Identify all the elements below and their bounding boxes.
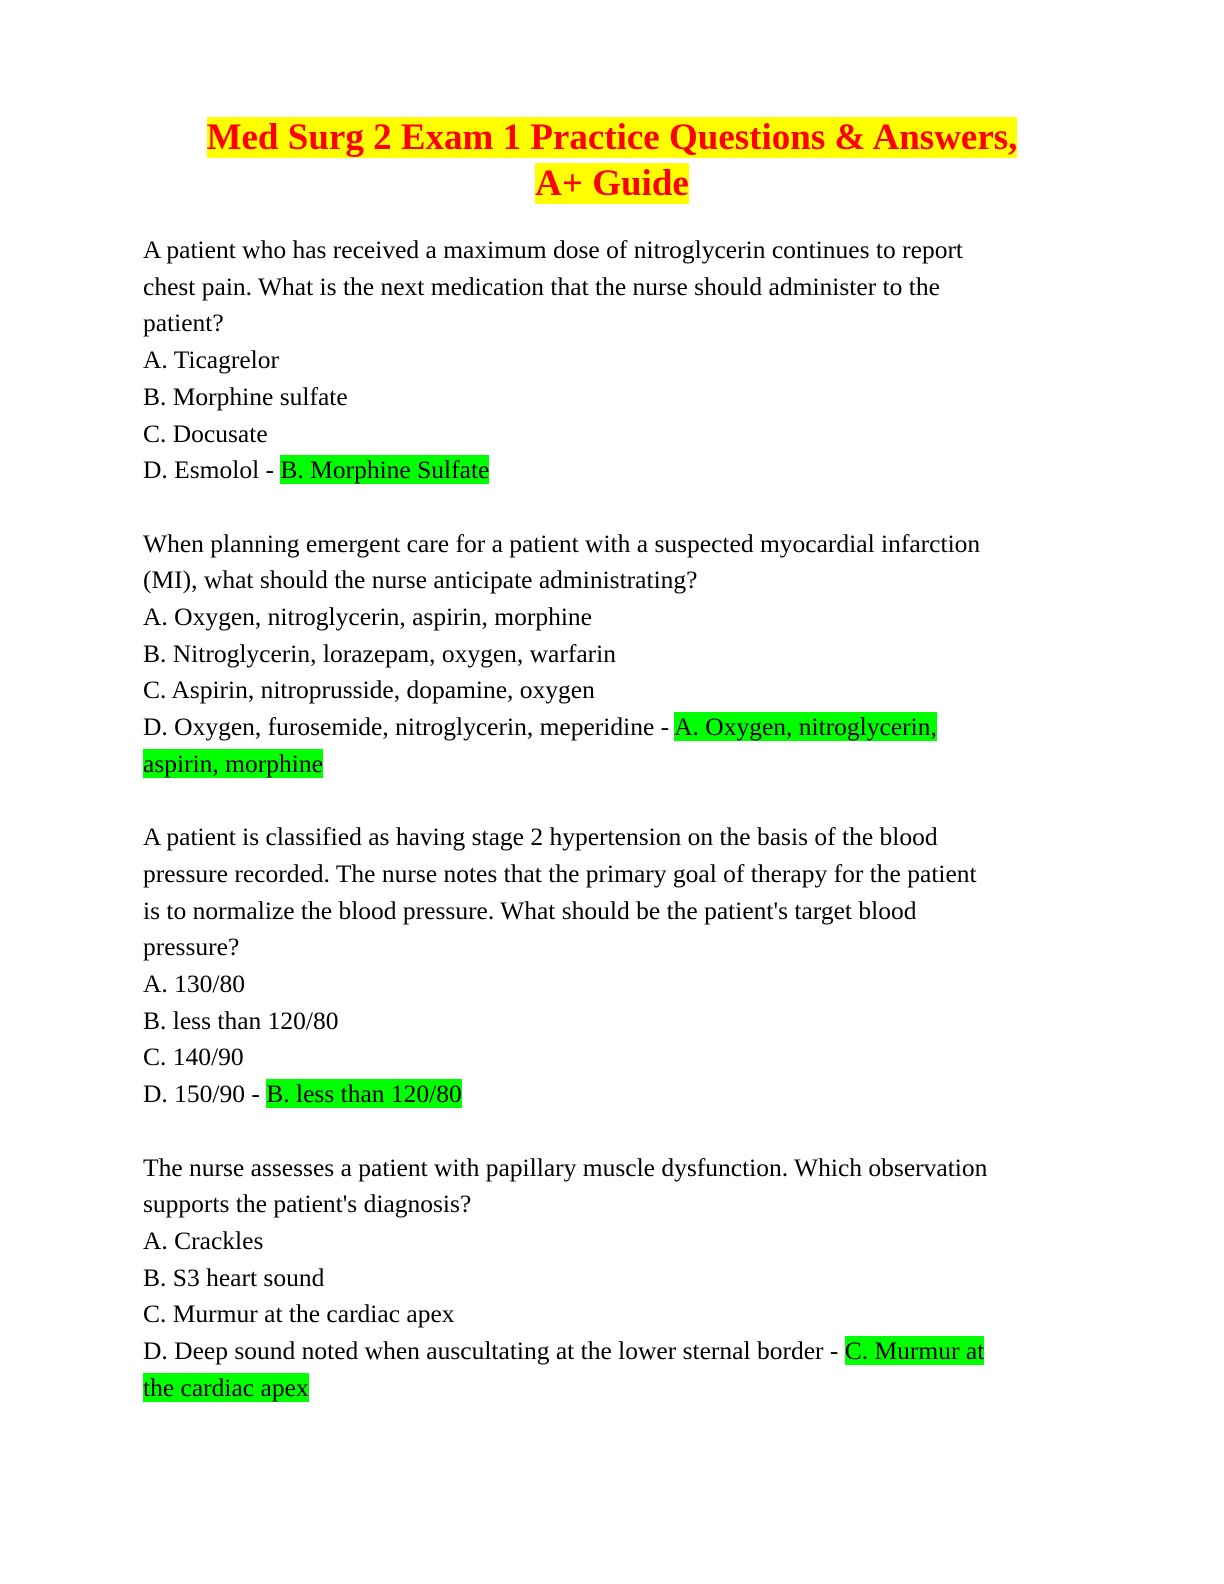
question-block: The nurse assesses a patient with papill… — [143, 1150, 1083, 1407]
title-line-2: A+ Guide — [535, 163, 689, 204]
question-stem-line: A patient who has received a maximum dos… — [143, 235, 964, 264]
question-stem-line: supports the patient's diagnosis? — [143, 1189, 472, 1219]
answer-option: B. S3 heart sound — [143, 1262, 325, 1292]
answer-option: B. less than 120/80 — [143, 1005, 339, 1035]
question-stem-line: pressure? — [143, 932, 240, 962]
correct-answer-continuation: aspirin, morphine — [143, 746, 1083, 783]
answer-option: C. Docusate — [143, 418, 268, 448]
answer-option: A. Oxygen, nitroglycerin, aspirin, morph… — [143, 602, 592, 632]
document-title: Med Surg 2 Exam 1 Practice Questions & A… — [0, 115, 1224, 207]
answer-option: A. Ticagrelor — [143, 345, 279, 375]
answer-option: C. Aspirin, nitroprusside, dopamine, oxy… — [143, 675, 595, 705]
correct-answer-highlight: B. less than 120/80 — [266, 1079, 462, 1109]
answer-option: B. Nitroglycerin, lorazepam, oxygen, war… — [143, 638, 616, 668]
correct-answer-highlight: A. Oxygen, nitroglycerin, — [674, 712, 937, 742]
question-stem-line: chest pain. What is the next medication … — [143, 271, 940, 301]
answer-option-text: D. Oxygen, furosemide, nitroglycerin, me… — [143, 712, 675, 742]
answer-option-last: D. Oxygen, furosemide, nitroglycerin, me… — [143, 709, 1083, 746]
question-stem-line: When planning emergent care for a patien… — [143, 528, 981, 558]
answer-option-text: D. Deep sound noted when auscultating at… — [143, 1336, 845, 1366]
answer-option: B. Morphine sulfate — [143, 381, 348, 411]
question-stem-line: pressure recorded. The nurse notes that … — [143, 858, 977, 888]
answer-option: C. Murmur at the cardiac apex — [143, 1299, 455, 1329]
answer-option-last: D. Esmolol - B. Morphine Sulfate — [143, 452, 1083, 489]
question-block: A patient is classified as having stage … — [143, 819, 1083, 1113]
question-stem-line: (MI), what should the nurse anticipate a… — [143, 565, 698, 595]
answer-option: A. 130/80 — [143, 969, 245, 999]
answer-option: A. Crackles — [143, 1225, 264, 1255]
question-stem-line: The nurse assesses a patient with papill… — [143, 1152, 988, 1182]
answer-option-last: D. Deep sound noted when auscultating at… — [143, 1333, 1083, 1370]
correct-answer-highlight: aspirin, morphine — [143, 748, 323, 778]
question-list: A patient who has received a maximum dos… — [143, 232, 1083, 1443]
question-block: When planning emergent care for a patien… — [143, 526, 1083, 783]
question-stem-line: patient? — [143, 308, 224, 338]
answer-option-text: D. Esmolol - — [143, 455, 281, 485]
correct-answer-highlight: B. Morphine Sulfate — [280, 455, 490, 485]
title-line-1: Med Surg 2 Exam 1 Practice Questions & A… — [206, 117, 1018, 158]
correct-answer-highlight: C. Murmur at — [844, 1336, 985, 1366]
answer-option: C. 140/90 — [143, 1042, 244, 1072]
correct-answer-highlight: the cardiac apex — [143, 1372, 309, 1402]
answer-option-text: D. 150/90 - — [143, 1079, 267, 1109]
question-block: A patient who has received a maximum dos… — [143, 232, 1083, 489]
question-stem-line: A patient is classified as having stage … — [143, 822, 938, 852]
correct-answer-continuation: the cardiac apex — [143, 1370, 1083, 1407]
answer-option-last: D. 150/90 - B. less than 120/80 — [143, 1076, 1083, 1113]
question-stem-line: is to normalize the blood pressure. What… — [143, 895, 917, 925]
